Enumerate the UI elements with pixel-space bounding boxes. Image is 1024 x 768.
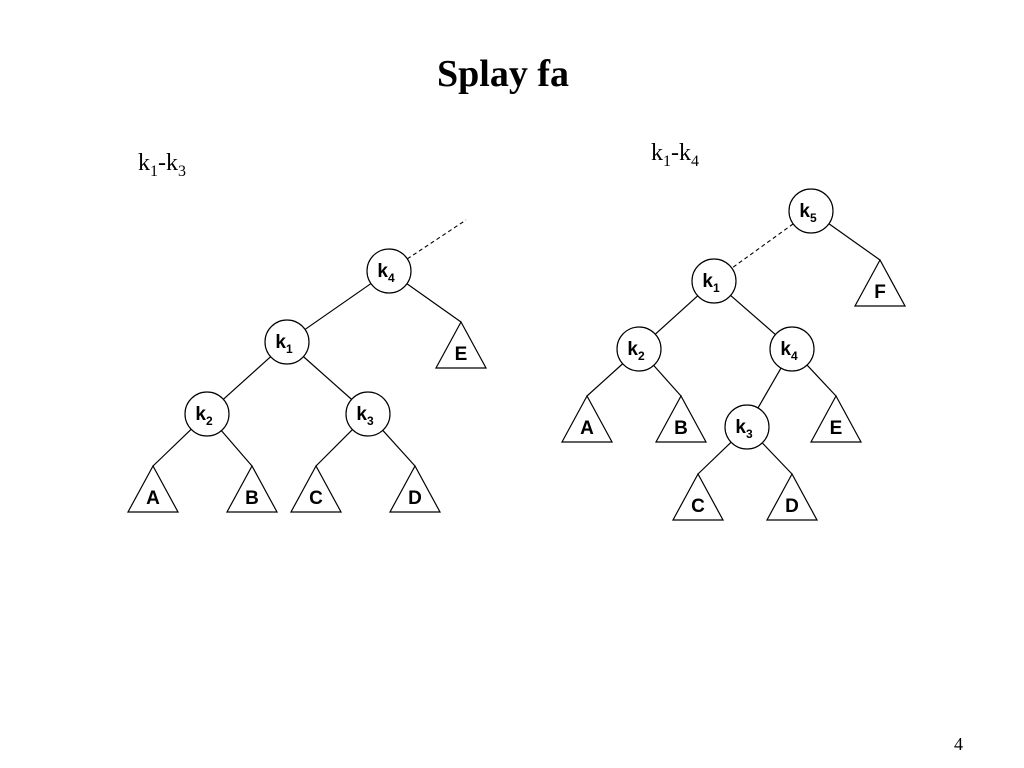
edge-k1-k2 (654, 295, 699, 335)
subtree-label-B: B (674, 418, 688, 439)
subtree-E (809, 394, 863, 443)
node-k2 (184, 391, 230, 437)
node-k5 (788, 188, 834, 234)
subtree-label-F: F (874, 282, 886, 303)
edge-k1-k2 (222, 356, 272, 400)
subtree-A (126, 464, 180, 513)
node-k2 (616, 326, 662, 372)
subtree-F (853, 258, 907, 307)
node-k3 (724, 404, 770, 450)
subtree-D (765, 472, 819, 521)
diagram-caption-2: k1-k4 (651, 140, 699, 170)
edge-k4-k3 (757, 367, 782, 409)
subtree-B (225, 464, 279, 513)
subtree-E (434, 320, 488, 369)
diagram-caption-1: k1-k3 (138, 150, 186, 180)
subtree-label-B: B (245, 488, 259, 509)
subtree-label-D: D (785, 496, 799, 517)
slide-title: Splay fa (437, 53, 569, 95)
subtree-label-A: A (580, 418, 594, 439)
subtree-D (388, 464, 442, 513)
node-k4 (366, 248, 412, 294)
subtree-label-D: D (408, 488, 422, 509)
subtree-C (671, 472, 725, 521)
page-number: 4 (954, 734, 963, 754)
subtree-C (289, 464, 343, 513)
edge-k2-B (653, 365, 682, 397)
subtree-label-E: E (830, 418, 843, 439)
edge-k2-B (220, 430, 253, 467)
edge-k1-k3 (303, 356, 352, 400)
node-k3 (345, 391, 391, 437)
edge-k4-E (406, 283, 462, 323)
edge-k5-F (828, 223, 881, 261)
edge-k3-D (761, 442, 793, 475)
edge-k1-k4 (730, 295, 776, 335)
node-k4 (769, 326, 815, 372)
node-k1 (264, 319, 310, 365)
dashed-edge-k5-k1 (731, 223, 794, 269)
edge-k2-A (152, 428, 192, 467)
edge-k4-k1 (304, 283, 372, 330)
subtree-label-A: A (146, 488, 160, 509)
edge-k4-E (806, 364, 837, 397)
subtree-A (560, 394, 614, 443)
edge-k3-C (697, 441, 732, 475)
edge-k3-D (382, 429, 416, 467)
edge-k3-C (315, 429, 353, 467)
subtree-label-C: C (691, 496, 705, 517)
subtree-label-E: E (455, 344, 468, 365)
subtree-B (654, 394, 708, 443)
node-k1 (691, 258, 737, 304)
dashed-edge-k4-parent (407, 219, 467, 260)
edge-k2-A (586, 363, 624, 397)
subtree-label-C: C (309, 488, 323, 509)
